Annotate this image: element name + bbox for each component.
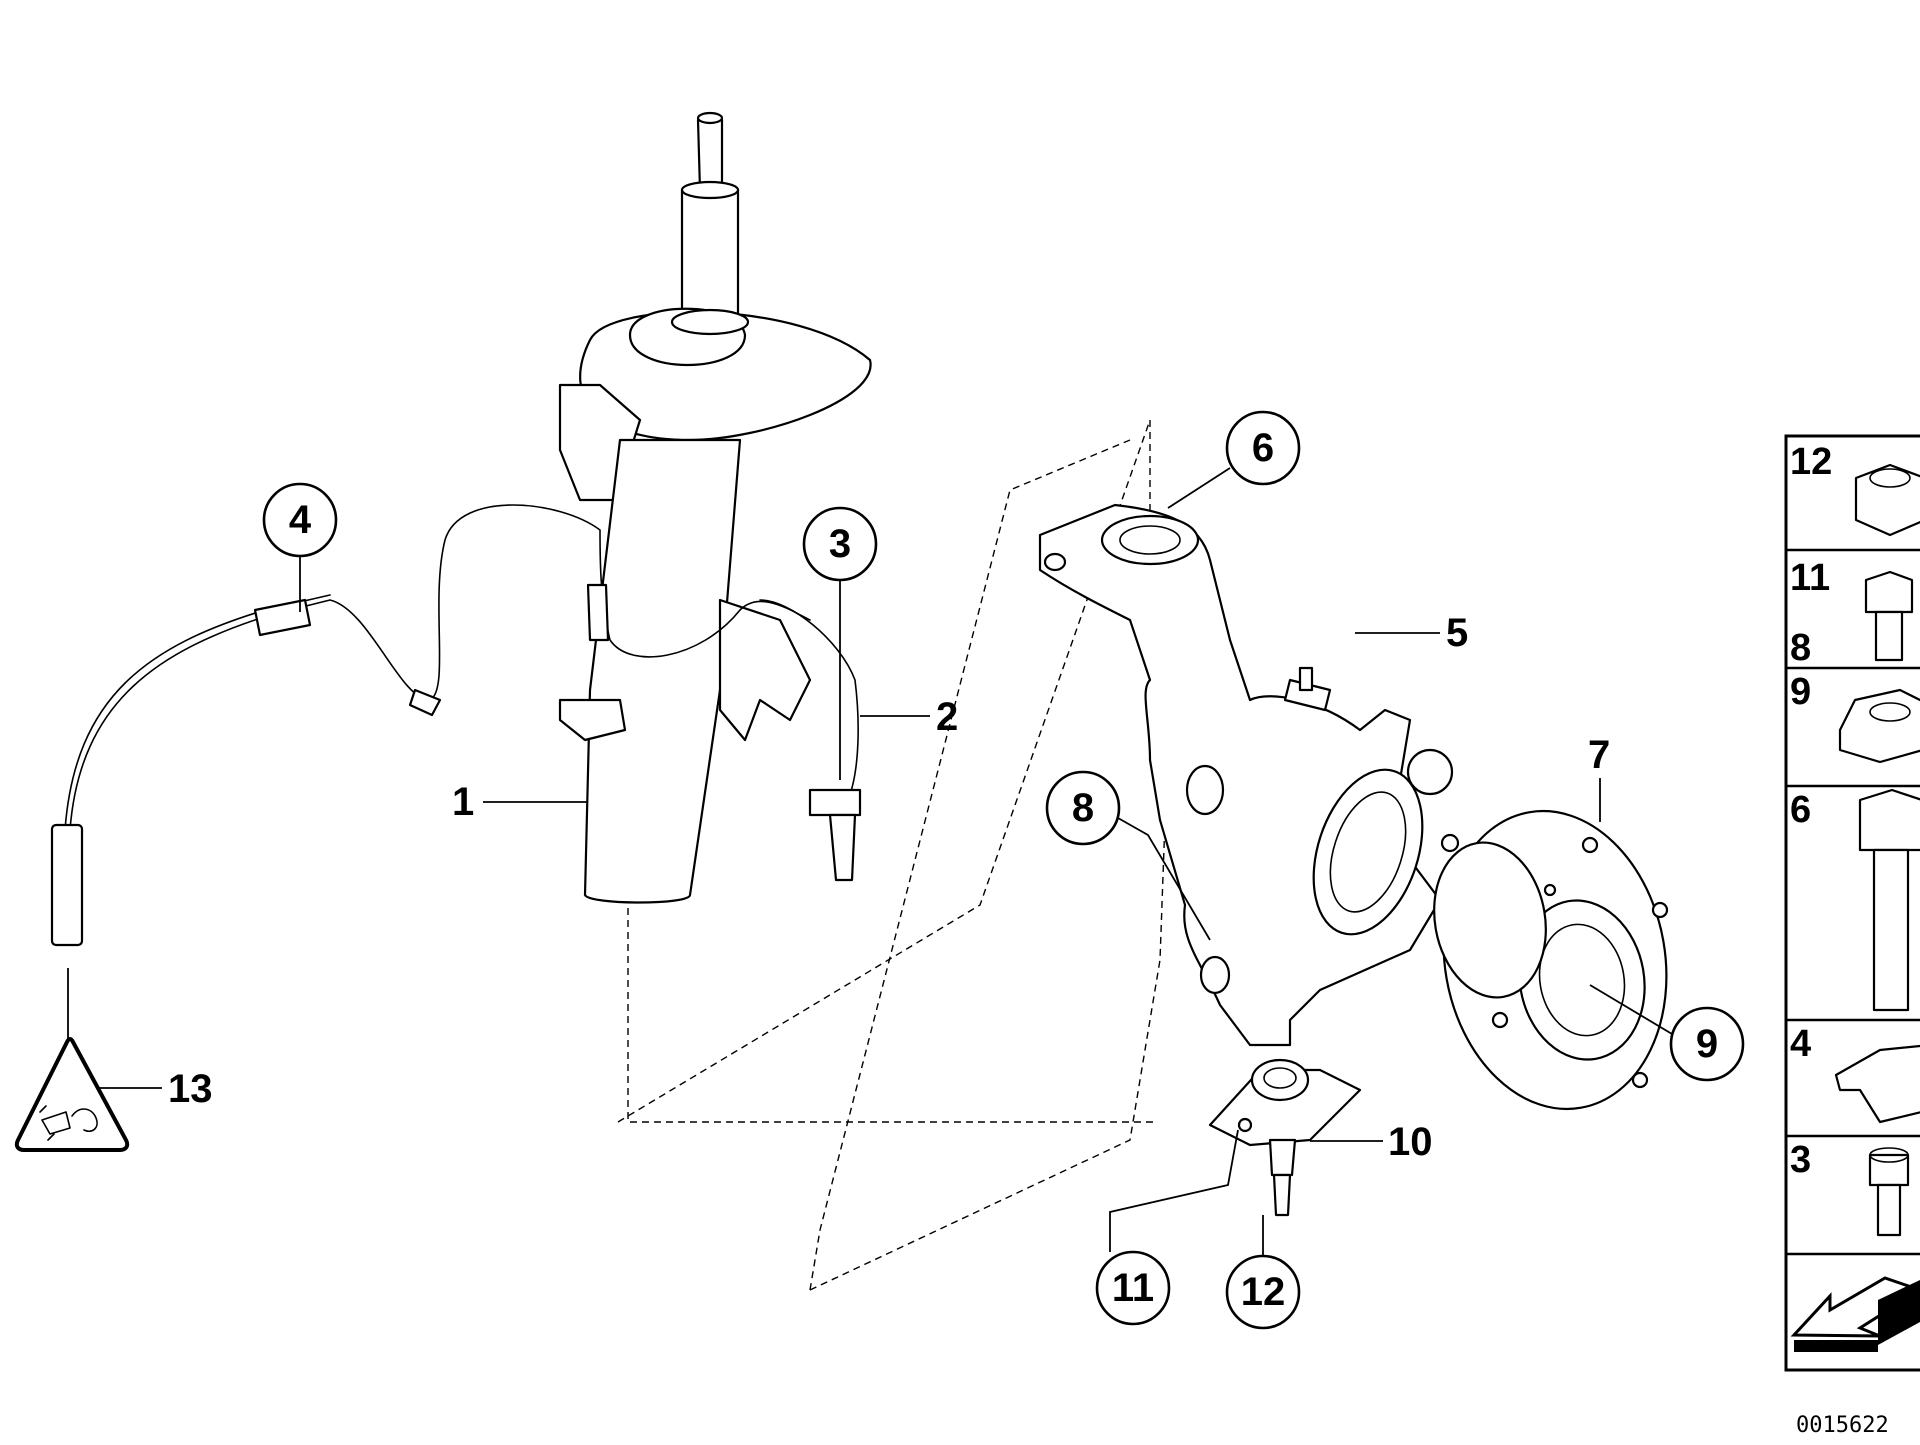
legend-cell-nut-12: 12 [1790,441,1920,537]
direction-arrow-icon [1790,1276,1920,1352]
sensor-warning-triangle-icon [14,1037,130,1152]
legend-num-12: 12 [1790,441,1832,483]
nut-icon [1854,463,1920,537]
callout-8-number: 8 [1072,786,1094,830]
callout-9-circle [1669,1006,1745,1082]
leader-label-10: 10 [1310,1120,1433,1164]
legend-num-3: 3 [1790,1139,1811,1181]
callout-9: 9 [1589,984,1745,1082]
leader-label-1: 1 [452,780,588,824]
leader-label-7: 7 [1588,733,1610,822]
ball-joint[interactable] [1208,1058,1362,1217]
callout-3: 3 [802,506,878,780]
wheel-hub[interactable] [1421,793,1690,1127]
legend-num-9: 9 [1790,671,1811,713]
leader-label-2: 2 [860,695,958,739]
diagram-id: 0015622 [1796,1413,1889,1438]
callout-9-number: 9 [1696,1022,1718,1066]
legend-num-8: 8 [1790,627,1811,669]
callout-3-number: 3 [829,522,851,566]
callout-4: 4 [262,482,338,612]
legend-cell-bolt-11-8: 11 8 [1790,557,1914,669]
legend-num-11: 11 [1790,557,1830,599]
callout-4-number: 4 [289,498,312,542]
callout-8: 8 [1045,770,1211,941]
legend-panel: 12 11 8 9 6 4 3 [1784,434,1920,1372]
legend-num-4: 4 [1790,1023,1811,1065]
bolt-icon [1864,570,1914,614]
label-5-text: 5 [1446,611,1468,655]
label-1-text: 1 [452,780,474,824]
callout-6: 6 [1167,410,1301,509]
legend-cell-flange-nut-9: 9 [1790,671,1920,764]
legend-cell-socket-bolt-3: 3 [1790,1139,1910,1237]
strut-assembly[interactable] [558,111,872,904]
legend-num-6: 6 [1790,789,1811,831]
label-7-text: 7 [1588,733,1610,777]
wheel-speed-sensor[interactable] [759,599,862,882]
long-bolt-icon [1858,788,1920,852]
flange-nut-icon [1838,688,1920,764]
socket-bolt-icon [1868,1153,1910,1187]
clip-icon [1834,1044,1920,1124]
legend-cell-long-bolt-6: 6 [1790,788,1920,1012]
callout-12: 12 [1225,1215,1301,1330]
label-13-text: 13 [168,1067,213,1111]
callout-11: 11 [1095,1129,1239,1326]
callout-6-number: 6 [1252,426,1274,470]
callout-6-circle [1225,410,1301,486]
label-10-text: 10 [1388,1120,1433,1164]
sensor-cable[interactable] [50,504,811,947]
callout-12-number: 12 [1241,1270,1286,1314]
leader-label-5: 5 [1355,611,1468,655]
steering-knuckle[interactable] [1038,503,1460,1047]
leader-label-13: 13 [67,968,213,1111]
callout-11-number: 11 [1112,1266,1154,1310]
callout-8-circle [1045,770,1121,846]
callout-11-circle [1095,1250,1171,1326]
legend-cell-clip-4: 4 [1790,1023,1920,1124]
label-2-text: 2 [936,695,958,739]
